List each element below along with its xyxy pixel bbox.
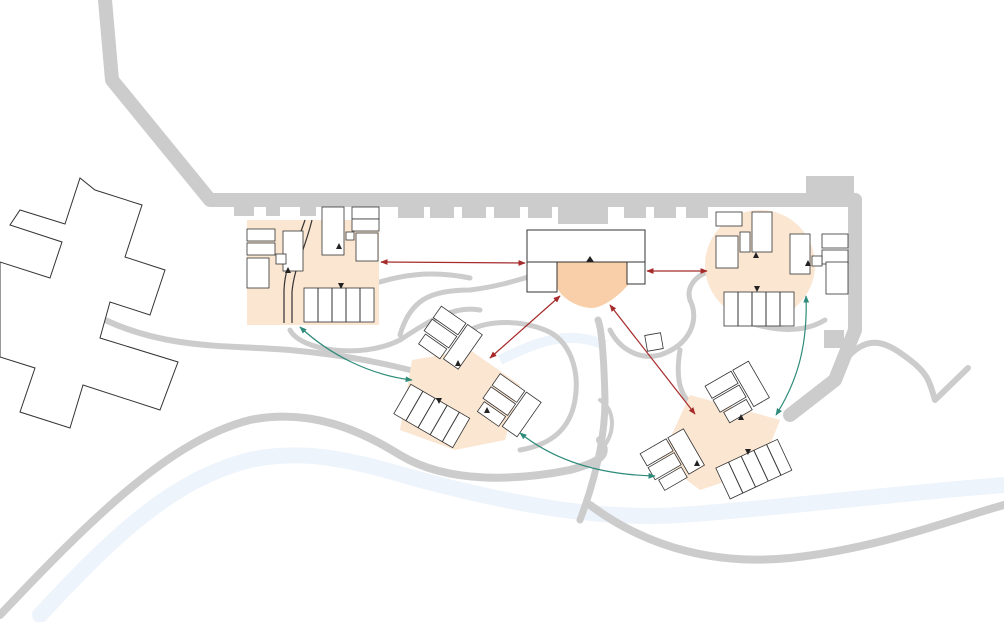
residential-cluster-center: [393, 305, 542, 449]
link-hub-northwest: [380, 259, 526, 266]
site-boundary-walls: [98, 0, 862, 422]
central-hub-building: [526, 229, 646, 308]
connections: [299, 259, 810, 479]
link-northwest-center: [299, 326, 413, 383]
cross-shaped-building: [0, 177, 179, 429]
link-hub-center: [489, 295, 561, 359]
link-hub-southeast: [609, 304, 696, 415]
link-southeast-northeast: [775, 295, 810, 416]
small-pavilion: [644, 332, 664, 352]
residential-cluster-northwest: [246, 206, 380, 323]
link-center-southeast: [519, 432, 656, 479]
